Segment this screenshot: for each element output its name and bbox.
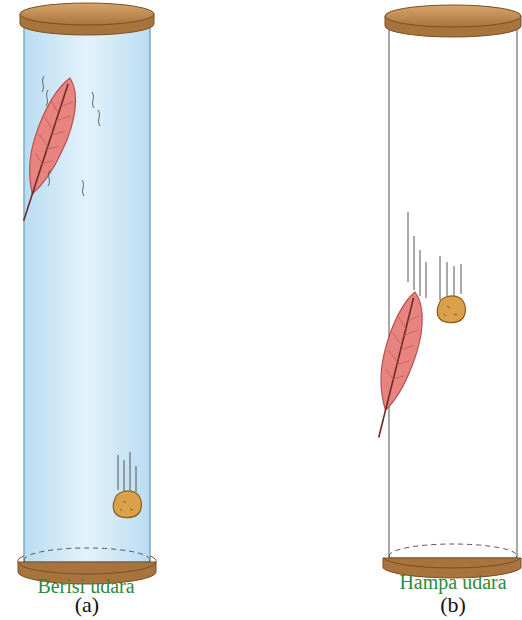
tube-caption: Hampa udara [399, 571, 506, 593]
panel-letter: (b) [440, 593, 466, 617]
panel-letter: (a) [75, 593, 99, 617]
